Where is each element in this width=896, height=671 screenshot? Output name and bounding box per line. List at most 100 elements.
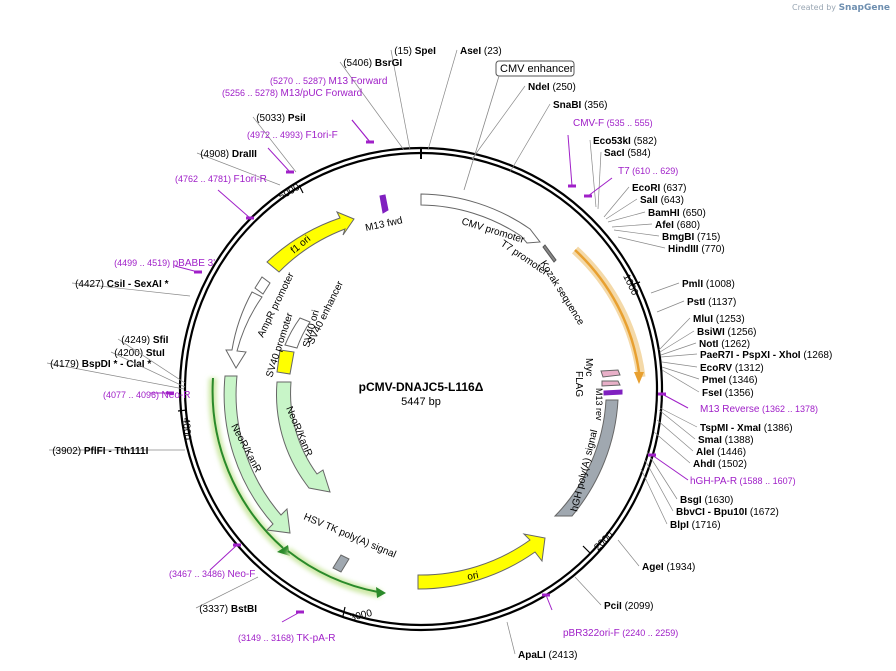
enzyme-label-text: HindIII (770) [668,244,725,255]
enzyme-position: (1672) [747,507,779,518]
enzyme-label-text: ApaLI (2413) [518,650,577,661]
enzyme-name: PaeR7I - PspXI - XhoI [700,350,801,361]
backbone [178,146,664,632]
hgh-polya-feature [553,399,619,517]
enzyme-ndei-label: NdeI (250) [471,82,576,160]
primer-label-text: (3149 .. 3168) TK-pA-R [238,633,335,644]
primer-range: (535 .. 555) [604,118,653,128]
enzyme-label-text: SalI (643) [640,195,684,206]
m13-rev-label: M13 rev [594,388,604,421]
enzyme-asei-label: AseI (23) [427,46,502,151]
enzyme-bsiwi-label: BsiWI (1256) [659,327,756,353]
enzyme-bamhi-label: BamHI (650) [607,208,706,223]
enzyme-apali-label: ApaLI (2413) [506,621,577,661]
enzyme-name: BbvCI - Bpu10I [676,507,747,518]
enzyme-position: (584) [625,148,651,159]
m13-fwd-feature [379,194,389,214]
enzyme-label-text: (4427) CsiI - SexAI * [75,279,168,290]
enzyme-position: (5033) [256,113,288,124]
primer-label-text: (3467 .. 3486) Neo-F [169,569,255,580]
enzyme-position: (5406) [343,58,375,69]
f1-ori-feature [266,211,355,273]
enzyme-label-text: PaeR7I - PspXI - XhoI (1268) [700,350,832,361]
plasmid-size: 5447 bp [401,396,441,408]
enzyme-position: (1137) [705,297,736,308]
ruler-5000: 5000 [277,182,302,203]
enzyme-tspmi-label: TspMI - XmaI (1386) [659,407,793,434]
enzyme-csii-label: (4427) CsiI - SexAI * [71,279,191,297]
primer-label: (4077 .. 4096) Neo-R [103,390,190,401]
enzyme-position: (1356) [722,388,754,399]
enzyme-name: AhdI [693,459,715,470]
enzyme-bspdi-label: (4179) BspDI * - ClaI * [46,359,185,390]
primer-label: (4762 .. 4781) F1ori-R [175,174,267,220]
enzyme-pmli-label: PmlI (1008) [650,279,735,294]
primer-label: pBR322ori-F (2240 .. 2259) [542,593,678,639]
primer-name: F1ori-R [234,174,267,185]
primer-label: (4972 .. 4993) F1ori-F [247,130,338,174]
enzyme-name: BamHI [648,208,680,219]
enzyme-name: SpeI [415,46,436,57]
enzyme-label-text: BlpI (1716) [670,520,721,531]
enzyme-label-text: PmlI (1008) [682,279,735,290]
enzyme-name: SalI [640,195,658,206]
enzyme-label-text: AleI (1446) [696,447,746,458]
cmv-enhancer-callout: CMV enhancer [463,60,575,191]
enzyme-name: EcoRV [700,363,732,374]
enzyme-label-text: (5033) PsiI [256,113,306,124]
enzyme-label-text: PstI (1137) [687,297,736,308]
enzyme-label-text: (15) SpeI [394,46,436,57]
enzyme-name: PciI [604,601,622,612]
primer-range: (4077 .. 4096) [103,390,162,400]
neo-kanr-inner-feature [276,381,331,493]
enzyme-ecorv-label: EcoRV (1312) [661,361,764,374]
hsv-tk-polya-label: HSV TK poly(A) signal [302,512,398,561]
enzyme-name: MluI [693,314,713,325]
enzyme-position: (4908) [200,149,232,160]
enzyme-position: (3902) [52,446,84,457]
enzyme-position: (637) [660,183,686,194]
enzyme-position: (650) [680,208,706,219]
enzyme-name: AseI [460,46,481,57]
primer-range: (610 .. 629) [630,166,679,176]
primer-range: (5256 .. 5278) [222,88,281,98]
neo-outer-arrow-2 [287,550,379,593]
enzyme-label-text: AfeI (680) [655,220,700,231]
enzyme-name: BsgI [680,495,702,506]
plasmid-name: pCMV-DNAJC5-L116Δ [359,380,484,394]
enzyme-label-text: AseI (23) [460,46,502,57]
enzyme-position: (2413) [546,650,578,661]
enzyme-name: AgeI [642,562,664,573]
primer-label-text: (5256 .. 5278) M13/pUC Forward [222,88,362,99]
enzyme-mlui-label: MluI (1253) [658,314,745,351]
primer-label: (4499 .. 4519) pBABE 3' [114,258,215,274]
ori-label: ori [466,570,479,583]
enzyme-bbvci-label: BbvCI - Bpu10I (1672) [644,459,779,518]
enzyme-name: CsiI - SexAI * [107,279,169,290]
primer-label: CMV-F (535 .. 555) [567,118,653,188]
enzyme-bmgbi-label: BmgBI (715) [613,229,720,243]
credit: Created by SnapGene [792,3,890,13]
enzyme-label-text: AhdI (1502) [693,459,747,470]
enzyme-label-text: SmaI (1388) [698,435,754,446]
enzyme-stui-label: (4200) StuI [110,348,186,388]
primer-range: (4972 .. 4993) [247,130,306,140]
enzyme-name: SacI [604,148,625,159]
enzyme-name: PsiI [288,113,306,124]
primer-name: CMV-F [573,118,604,129]
enzyme-name: BmgBI [662,232,694,243]
primer-label-text: CMV-F (535 .. 555) [573,118,653,129]
enzyme-label-text: FseI (1356) [702,388,754,399]
primer-label: M13 Reverse (1362 .. 1378) [658,392,818,415]
primer-range: (1588 .. 1607) [737,476,796,486]
enzyme-name: BsrGI [375,58,402,69]
enzyme-position: (4427) [75,279,107,290]
enzyme-bsrgi-label: (5406) BsrGI [339,58,405,151]
enzyme-name: BsiWI [697,327,725,338]
enzyme-name: SfiI [153,335,169,346]
enzyme-label-text: TspMI - XmaI (1386) [700,423,793,434]
primer-name: Neo-R [162,390,191,401]
primer-label-text: (4972 .. 4993) F1ori-F [247,130,338,141]
enzyme-position: (1388) [722,435,754,446]
enzyme-eco53ki-label: Eco53kI (582) [589,136,657,208]
